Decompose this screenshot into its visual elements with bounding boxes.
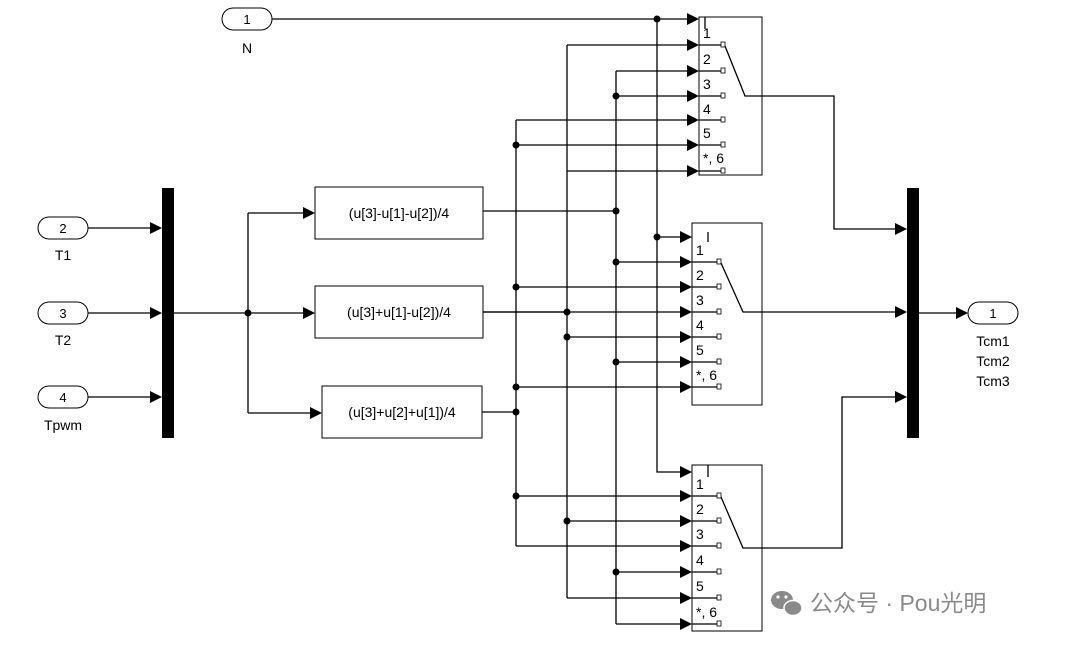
fcn-block-3[interactable]: (u[3]+u[2]+u[1])/4	[321, 385, 483, 439]
junction-mux	[244, 309, 252, 317]
fcn-block-1-expr: (u[3]-u[1]-u[2])/4	[349, 205, 450, 221]
wire-sw1-out	[762, 95, 895, 230]
junction-n-mid	[653, 233, 661, 241]
outport-number: 1	[989, 306, 996, 321]
outport-label-tcm2: Tcm2	[976, 353, 1010, 369]
switch-2-port-2: 2	[696, 267, 704, 283]
inport-n[interactable]: 1 N	[221, 7, 273, 56]
inport-t1[interactable]: 2 T1	[37, 216, 89, 263]
output-mux[interactable]	[907, 188, 919, 438]
switch-3-port-2: 2	[696, 501, 704, 517]
arrow-outport	[956, 307, 968, 319]
switch-1-port-4: 4	[703, 101, 711, 117]
arrow-tpwm	[150, 391, 162, 403]
switch-3[interactable]: 1 2 3 4 5 *, 6	[516, 464, 763, 632]
arrow-t2	[150, 307, 162, 319]
switch-1-port-1: 1	[703, 25, 711, 41]
inport-t1-number: 2	[59, 221, 66, 236]
junction-sw1-a	[612, 92, 620, 100]
inport-t2[interactable]: 3 T2	[37, 301, 89, 348]
switch-1-port-6: *, 6	[703, 150, 724, 166]
switch-2[interactable]: 1 2 3 4 5 *, 6	[483, 222, 763, 406]
inport-n-label: N	[242, 40, 252, 56]
junction-n-top	[653, 15, 661, 23]
bus-n	[656, 19, 680, 473]
watermark-text: 公众号 · Pou光明	[810, 590, 986, 616]
inport-n-number: 1	[243, 12, 250, 27]
fcn-block-2-expr: (u[3]+u[1]-u[2])/4	[347, 304, 451, 320]
junction-sw2-a1	[612, 258, 620, 266]
outport-label-tcm3: Tcm3	[976, 373, 1010, 389]
arrow-fcn3	[310, 407, 322, 419]
switch-1-port-3: 3	[703, 76, 711, 92]
switch-3-port-1: 1	[696, 476, 704, 492]
wechat-icon	[771, 591, 803, 617]
junction-sw3-c1	[512, 492, 520, 500]
switch-3-port-4: 4	[696, 552, 704, 568]
arrow-t1	[150, 222, 162, 234]
wire-sw3-out	[762, 396, 895, 549]
switch-2-port-1: 1	[696, 242, 704, 258]
inport-t1-label: T1	[55, 247, 72, 263]
watermark: 公众号 · Pou光明	[771, 590, 986, 617]
switch-3-port-3: 3	[696, 526, 704, 542]
fcn-block-1[interactable]: (u[3]-u[1]-u[2])/4	[314, 186, 484, 240]
fcn-block-2[interactable]: (u[3]+u[1]-u[2])/4	[314, 285, 484, 339]
junction-sw3-b1	[563, 517, 571, 525]
switch-2-port-4: 4	[696, 317, 704, 333]
switch-3-port-6: *, 6	[696, 604, 717, 620]
switch-1-port-5: 5	[703, 125, 711, 141]
inport-tpwm-number: 4	[59, 390, 66, 405]
switch-2-port-5: 5	[696, 342, 704, 358]
arrow-mux-in-3	[895, 391, 907, 403]
switch-2-port-6: *, 6	[696, 367, 717, 383]
switch-3-port-5: 5	[696, 578, 704, 594]
inport-t2-label: T2	[55, 332, 72, 348]
switch-2-port-3: 3	[696, 292, 704, 308]
junction-sw2-a2	[612, 358, 620, 366]
fcn-block-3-expr: (u[3]+u[2]+u[1])/4	[348, 404, 456, 420]
arrow-fcn1	[303, 207, 315, 219]
junction-sw2-b1	[563, 333, 571, 341]
arrow-mux-in-2	[895, 306, 907, 318]
switch-1-port-2: 2	[703, 51, 711, 67]
inport-t2-number: 3	[59, 306, 66, 321]
arrow-mux-in-1	[895, 223, 907, 235]
outport-tcm[interactable]: 1 Tcm1 Tcm2 Tcm3	[967, 301, 1019, 389]
outport-label-tcm1: Tcm1	[976, 333, 1010, 349]
arrow-fcn2	[303, 307, 315, 319]
inport-tpwm[interactable]: 4 Tpwm	[37, 385, 89, 433]
junction-sw3-a1	[612, 568, 620, 576]
inport-tpwm-label: Tpwm	[44, 417, 82, 433]
junction-sw2-c2	[512, 383, 520, 391]
junction-sw2-c1	[512, 283, 520, 291]
switch-1[interactable]: 1 2 3 4 5 *, 6	[516, 13, 763, 177]
input-mux[interactable]	[162, 188, 174, 438]
junction-sw1-c	[512, 141, 520, 149]
